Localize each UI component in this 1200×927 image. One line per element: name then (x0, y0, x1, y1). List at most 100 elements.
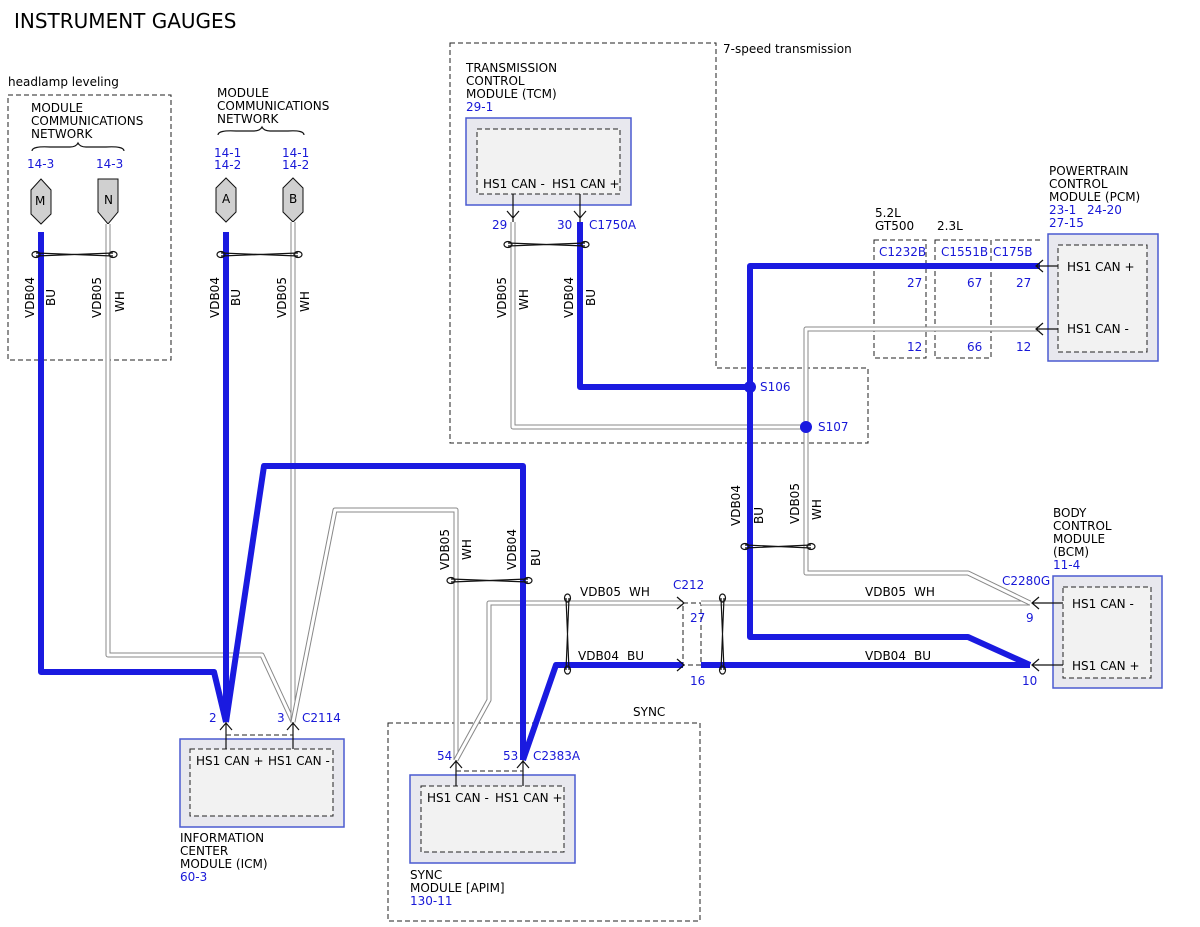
c1232b-label: C1232B (879, 245, 926, 259)
svg-text:VDB05: VDB05 (580, 585, 621, 599)
tcm-pin-minus: HS1 CAN - (483, 177, 545, 191)
c1551b-label: C1551B (941, 245, 988, 259)
svg-text:WH: WH (460, 539, 474, 560)
tcm-inner (476, 128, 621, 195)
c1232b-pin27: 27 (907, 276, 922, 290)
tcm-pin30: 30 (557, 218, 572, 232)
twist-markers (31, 240, 816, 675)
svg-text:BU: BU (752, 507, 766, 524)
svg-text:WH: WH (810, 499, 824, 520)
bcm-plus-arrow (1031, 658, 1063, 672)
bcm-minus-arrow (1031, 596, 1063, 610)
c1551b-box (934, 239, 992, 359)
pcm-pin-minus: HS1 CAN - (1067, 322, 1129, 336)
c212-arrow-wh (676, 596, 685, 610)
bcm-title-1: BODY (1053, 506, 1087, 520)
pcm-plus-arrow (1035, 259, 1058, 273)
bcm-pin-minus: HS1 CAN - (1072, 597, 1134, 611)
svg-text:WH: WH (298, 291, 312, 312)
svg-text:A: A (222, 192, 231, 206)
svg-text:VDB04: VDB04 (562, 277, 576, 318)
pcm-inner (1057, 244, 1148, 353)
apim-connector: C2383A (533, 749, 581, 763)
bcm-pin10: 10 (1022, 674, 1037, 688)
svg-text:WH: WH (113, 291, 127, 312)
svg-text:VDB05: VDB05 (438, 529, 452, 570)
icm-title-2: CENTER (180, 844, 228, 858)
mcn-right-ref-a1: 14-1 (214, 146, 241, 160)
apim-pin54: 54 (437, 749, 452, 763)
tcm-connector: C1750A (589, 218, 637, 232)
gt500-line1: 5.2L (875, 206, 901, 220)
svg-text:BU: BU (627, 649, 644, 663)
mcn-left-brace (31, 141, 125, 152)
connector-a: A (215, 177, 237, 223)
icm-connector: C2114 (302, 711, 341, 725)
apim-pin53: 53 (503, 749, 518, 763)
svg-text:VDB04: VDB04 (208, 277, 222, 318)
svg-text:VDB04: VDB04 (23, 277, 37, 318)
bcm-inner (1062, 586, 1152, 679)
apim-pin-plus: HS1 CAN + (495, 791, 563, 805)
pcm-ref-2: 24-20 (1087, 203, 1122, 217)
icm-ref: 60-3 (180, 870, 207, 884)
svg-text:VDB05: VDB05 (275, 277, 289, 318)
svg-text:N: N (104, 193, 113, 207)
svg-text:BU: BU (44, 289, 58, 306)
svg-text:B: B (289, 192, 297, 206)
horizontal-wire-labels: VDB05 WH VDB04 BU VDB05 WH VDB04 BU (578, 585, 935, 663)
headlamp-leveling-label: headlamp leveling (8, 75, 119, 89)
mcn-right-line3: NETWORK (217, 112, 280, 126)
wh-wires (105, 222, 1040, 762)
svg-text:BU: BU (529, 549, 543, 566)
apim-title-2: MODULE [APIM] (410, 881, 505, 895)
apim-ref: 130-11 (410, 894, 453, 908)
tcm-title-2: CONTROL (466, 74, 525, 88)
c175b-pin27: 27 (1016, 276, 1031, 290)
mcn-right-line2: COMMUNICATIONS (217, 99, 329, 113)
tcm-pin30-arrow (573, 194, 587, 222)
mcn-right-brace (217, 125, 305, 136)
l23-label: 2.3L (937, 219, 963, 233)
splice-s106-dot (744, 381, 756, 393)
bcm-ref: 11-4 (1053, 558, 1080, 572)
mcn-right-ref-a2: 14-2 (214, 158, 241, 172)
tcm-pin29-arrow (506, 194, 520, 222)
pcm-title-1: POWERTRAIN (1049, 164, 1129, 178)
headlamp-leveling-group (7, 94, 172, 361)
c175b-pin12: 12 (1016, 340, 1031, 354)
tcm-title-1: TRANSMISSION (465, 61, 557, 75)
bcm-title-4: (BCM) (1053, 545, 1089, 559)
pcm-title-3: MODULE (PCM) (1049, 190, 1140, 204)
pcm-title-2: CONTROL (1049, 177, 1108, 191)
icm-title-1: INFORMATION (180, 831, 264, 845)
svg-text:BU: BU (229, 289, 243, 306)
svg-text:VDB05: VDB05 (788, 483, 802, 524)
diagram-title: INSTRUMENT GAUGES (14, 9, 236, 33)
splice-s107-dot (800, 421, 812, 433)
tcm-title-3: MODULE (TCM) (466, 87, 557, 101)
bcm-title-3: MODULE (1053, 532, 1105, 546)
connector-m: M (30, 178, 52, 225)
pcm-pin-plus: HS1 CAN + (1067, 260, 1135, 274)
apim-title-1: SYNC (410, 868, 442, 882)
pcm-ref-3: 27-15 (1049, 216, 1084, 230)
mcn-right-ref-b2: 14-2 (282, 158, 309, 172)
c175b-label: C175B (993, 245, 1033, 259)
tcm-ref: 29-1 (466, 100, 493, 114)
c212-arrow-bu (676, 658, 685, 672)
sync-group (387, 722, 701, 922)
icm-title-3: MODULE (ICM) (180, 857, 268, 871)
svg-text:VDB04: VDB04 (505, 529, 519, 570)
mcn-left-line2: COMMUNICATIONS (31, 114, 143, 128)
mcn-left-line1: MODULE (31, 101, 83, 115)
mcn-left-ref-n: 14-3 (96, 157, 123, 171)
svg-text:BU: BU (914, 649, 931, 663)
seven-speed-transmission-group (449, 42, 869, 444)
svg-text:VDB05: VDB05 (495, 277, 509, 318)
c212-box (682, 602, 702, 666)
splice-s107-label: S107 (818, 420, 849, 434)
svg-text:BU: BU (584, 289, 598, 306)
mcn-left-line3: NETWORK (31, 127, 94, 141)
